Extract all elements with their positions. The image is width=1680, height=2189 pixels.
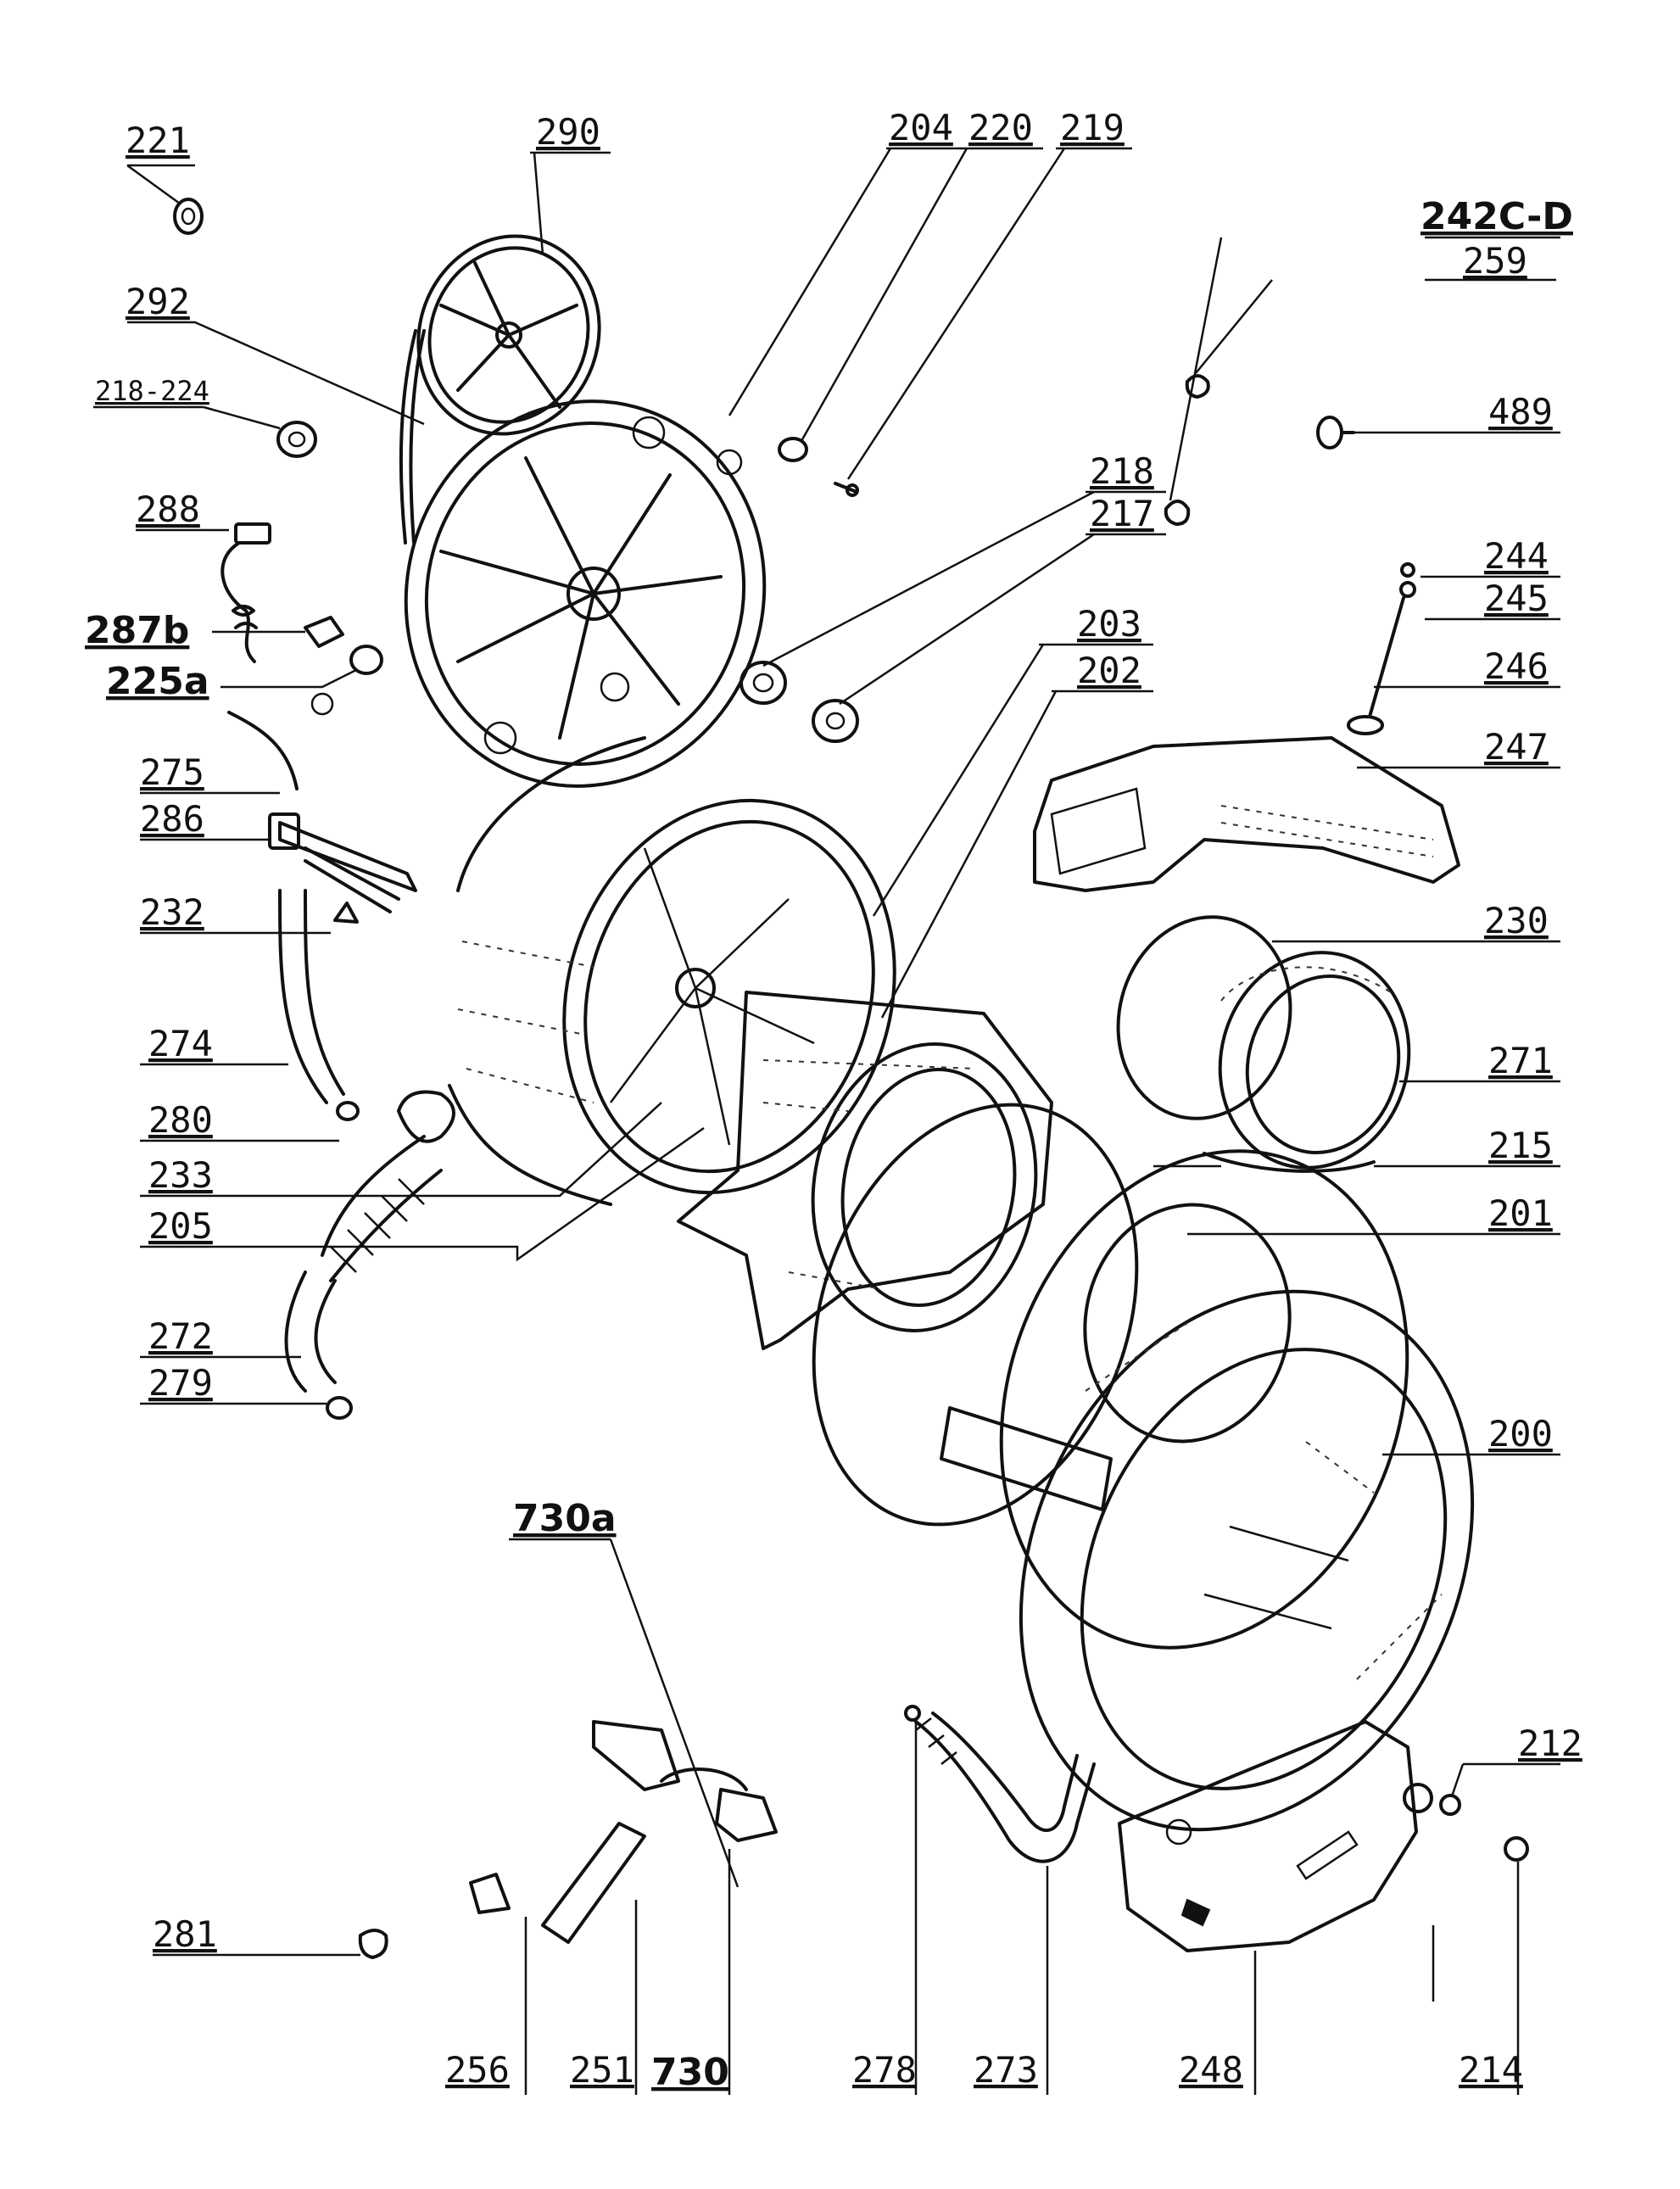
part-251-gasket bbox=[541, 1822, 646, 1944]
label-273: 273 bbox=[974, 2049, 1038, 2091]
label-218: 218 bbox=[1090, 450, 1154, 492]
label-272: 272 bbox=[148, 1315, 213, 1357]
label-212: 212 bbox=[1518, 1723, 1582, 1764]
part-221-cap bbox=[173, 198, 204, 235]
part-281-cap bbox=[358, 1929, 388, 1959]
part-279-clamp bbox=[326, 1396, 353, 1420]
label-205: 205 bbox=[148, 1205, 213, 1247]
label-275: 275 bbox=[140, 751, 204, 793]
part-259-clip bbox=[1185, 374, 1210, 399]
part-242-clip bbox=[1164, 500, 1191, 526]
label-242c-d: 242C-D bbox=[1420, 195, 1573, 238]
label-730: 730 bbox=[651, 2051, 729, 2094]
label-290: 290 bbox=[536, 111, 600, 153]
part-278-clamp bbox=[904, 1705, 921, 1722]
label-220: 220 bbox=[968, 107, 1033, 148]
part-205-bellows bbox=[321, 1135, 443, 1282]
part-272-hose bbox=[284, 1270, 337, 1393]
label-256: 256 bbox=[445, 2049, 510, 2091]
part-232-clip bbox=[333, 902, 359, 924]
part-230-seal bbox=[1116, 915, 1292, 1120]
part-201-gasket bbox=[812, 1103, 1139, 1527]
label-214: 214 bbox=[1459, 2049, 1523, 2091]
part-730-bracket bbox=[592, 1720, 778, 1842]
label-251: 251 bbox=[570, 2049, 634, 2091]
part-730a-clip bbox=[660, 1767, 748, 1791]
label-274: 274 bbox=[148, 1023, 213, 1064]
label-280: 280 bbox=[148, 1099, 213, 1141]
label-248: 248 bbox=[1179, 2049, 1243, 2091]
label-279: 279 bbox=[148, 1362, 213, 1404]
part-233-elbow bbox=[397, 1090, 455, 1143]
part-248-bracket bbox=[1118, 1720, 1418, 1952]
label-244: 244 bbox=[1484, 535, 1549, 577]
part-280-clamp bbox=[336, 1101, 360, 1121]
label-221: 221 bbox=[126, 120, 190, 161]
part-214-nut bbox=[1504, 1836, 1529, 1862]
part-286-heater bbox=[268, 812, 417, 913]
part-202-tub-front bbox=[677, 991, 1053, 1350]
part-labels: 221 290 204 220 219 242C-D 259 292 218-2… bbox=[85, 107, 1582, 2094]
part-247-counterweight bbox=[1033, 736, 1460, 892]
part-274-hose bbox=[278, 889, 345, 1104]
part-271-door-seal bbox=[1218, 951, 1411, 1170]
part-220-washer bbox=[778, 437, 808, 462]
label-281: 281 bbox=[153, 1913, 217, 1955]
part-256-clip bbox=[469, 1873, 511, 1914]
part-200-front-tub bbox=[940, 1149, 1475, 1832]
part-292-belt bbox=[399, 329, 426, 544]
leader-lines bbox=[93, 147, 1560, 2095]
label-230: 230 bbox=[1484, 900, 1549, 941]
label-246: 246 bbox=[1484, 645, 1549, 687]
part-219-screw bbox=[834, 482, 859, 497]
part-212-nut bbox=[1403, 1783, 1461, 1816]
label-232: 232 bbox=[140, 891, 204, 933]
label-259: 259 bbox=[1463, 240, 1527, 282]
label-218-224: 218-224 bbox=[95, 375, 209, 407]
part-290-pulley bbox=[416, 234, 601, 436]
label-489: 489 bbox=[1488, 391, 1553, 433]
part-225a-grommet bbox=[310, 645, 383, 716]
label-215: 215 bbox=[1488, 1125, 1553, 1166]
label-202: 202 bbox=[1077, 650, 1141, 691]
part-287b-connector bbox=[304, 616, 344, 648]
label-201: 201 bbox=[1488, 1192, 1553, 1234]
part-rear-tub-cover bbox=[404, 399, 767, 788]
label-271: 271 bbox=[1488, 1040, 1553, 1081]
label-225a: 225a bbox=[106, 660, 209, 703]
label-287b: 287b bbox=[85, 609, 189, 652]
label-219: 219 bbox=[1060, 107, 1125, 148]
part-275-wire bbox=[227, 711, 299, 790]
part-489-plug bbox=[1316, 416, 1355, 450]
part-215-clamp bbox=[1203, 1152, 1376, 1173]
part-218-224-bearing bbox=[276, 421, 317, 458]
label-200: 200 bbox=[1488, 1413, 1553, 1455]
label-730a: 730a bbox=[513, 1497, 617, 1540]
label-288: 288 bbox=[136, 489, 200, 530]
label-278: 278 bbox=[852, 2049, 917, 2091]
label-204: 204 bbox=[889, 107, 953, 148]
part-217-washer bbox=[812, 699, 859, 743]
part-288-sensor bbox=[220, 522, 271, 663]
part-273-hose bbox=[914, 1712, 1096, 1863]
label-203: 203 bbox=[1077, 603, 1141, 645]
label-292: 292 bbox=[126, 281, 190, 322]
label-233: 233 bbox=[148, 1154, 213, 1196]
label-247: 247 bbox=[1484, 726, 1549, 768]
label-245: 245 bbox=[1484, 578, 1549, 619]
label-217: 217 bbox=[1090, 493, 1154, 534]
part-246-bolt bbox=[1347, 562, 1416, 735]
part-203-drum bbox=[448, 736, 896, 1206]
label-286: 286 bbox=[140, 798, 204, 840]
part-218-washer bbox=[740, 661, 787, 705]
